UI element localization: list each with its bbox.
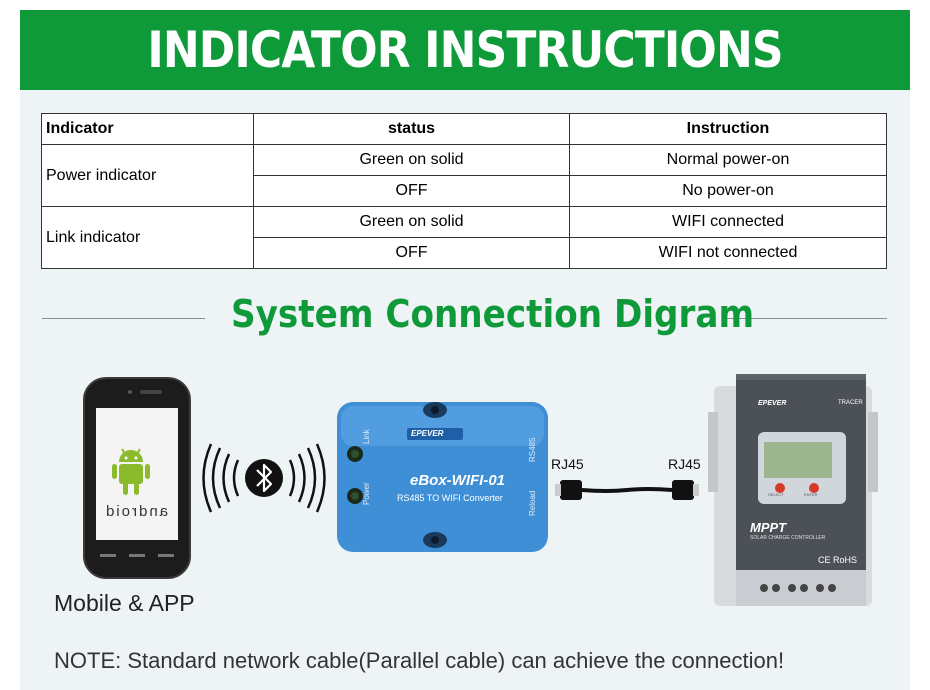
indicator-cell: Link indicator [41,206,254,269]
rj45-right-label: RJ45 [668,456,701,472]
indicator-table: Indicator status Instruction Power indic… [41,113,887,269]
ebox-brand-logo: EPEVER [411,429,444,438]
table-row: OFF WIFI not connected [42,237,887,269]
controller-cert-mark: CE RoHS [818,555,858,565]
bluetooth-wireless-icon [198,442,330,514]
controller-brand-logo: EPEVER [758,400,787,407]
mobile-app-label: Mobile & APP [54,590,195,616]
status-cell: OFF [253,237,570,269]
instruction-cell: WIFI not connected [569,237,887,269]
instruction-cell: Normal power-on [569,144,887,176]
ebox-rs485-label: RS485 [528,437,537,462]
controller-subtitle: SOLAR CHARGE CONTROLLER [750,535,826,541]
connection-note: NOTE: Standard network cable(Parallel ca… [54,648,785,673]
controller-select-label: SELECT [768,492,784,497]
instruction-cell: WIFI connected [569,206,887,238]
status-cell: Green on solid [253,144,570,176]
network-cable-image [552,475,702,505]
android-robot-icon [111,446,151,498]
section-divider-left [42,318,205,319]
ebox-model-name: eBox-WIFI-01 [410,472,506,489]
column-header-indicator: Indicator [41,113,254,145]
page-title: INDICATOR INSTRUCTIONS [147,21,783,79]
ebox-wifi-device [335,388,550,563]
ebox-subtitle: RS485 TO WIFI Converter [397,493,503,503]
controller-enter-label: ENTER [804,492,818,497]
status-cell: OFF [253,175,570,207]
section-divider-right [727,318,887,319]
controller-model: MPPT [750,520,787,535]
section-title: System Connection Digram [231,292,755,336]
solar-charge-controller [708,372,878,610]
controller-series-label: TRACER [838,400,863,406]
status-cell: Green on solid [253,206,570,238]
android-wordmark: android [103,503,169,520]
table-header-row: Indicator status Instruction [41,113,887,145]
table-row: Link indicator Green on solid WIFI conne… [41,206,887,269]
ebox-power-label: Power [362,482,371,505]
header-banner: INDICATOR INSTRUCTIONS [20,10,910,90]
instruction-cell: No power-on [569,175,887,207]
ebox-link-label: Link [362,429,371,444]
column-header-instruction: Instruction [569,113,887,145]
rj45-left-label: RJ45 [551,456,584,472]
table-row: Power indicator Green on solid Normal po… [41,144,887,207]
table-row: OFF No power-on [42,175,887,207]
column-header-status: status [253,113,570,145]
indicator-cell: Power indicator [41,144,254,207]
ebox-reload-label: Reload [528,490,537,516]
